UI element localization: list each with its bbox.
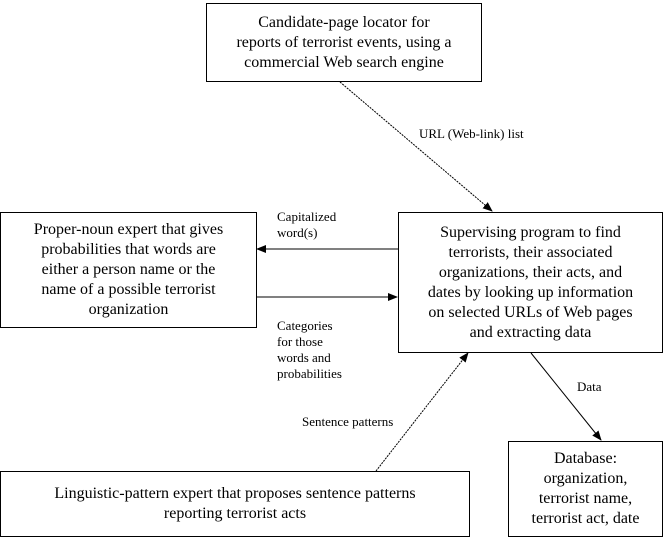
label-sentence-patterns: Sentence patterns xyxy=(302,414,394,429)
node-linguistic-pattern-expert: Linguistic-pattern expert that proposes … xyxy=(0,471,470,537)
label-data: Data xyxy=(577,379,602,394)
label-url-list: URL (Web-link) list xyxy=(419,126,524,141)
edge-url-list xyxy=(339,81,493,212)
label-capitalized-words: Capitalized word(s) xyxy=(277,209,337,240)
node-candidate-page-locator: Candidate-page locator for reports of te… xyxy=(206,3,482,82)
label-categories: Categories for those words and probabili… xyxy=(277,318,342,381)
node-candidate-page-locator-text: Candidate-page locator for reports of te… xyxy=(236,13,452,71)
node-database: Database: organization, terrorist name, … xyxy=(508,441,663,537)
node-proper-noun-expert: Proper-noun expert that gives probabilit… xyxy=(0,212,257,328)
node-supervising-program-text: Supervising program to find terrorists, … xyxy=(427,223,634,341)
edge-data xyxy=(530,352,602,441)
node-supervising-program: Supervising program to find terrorists, … xyxy=(398,212,663,353)
node-proper-noun-expert-text: Proper-noun expert that gives probabilit… xyxy=(33,221,224,318)
node-linguistic-pattern-expert-text: Linguistic-pattern expert that proposes … xyxy=(54,485,416,522)
node-database-text: Database: organization, terrorist name, … xyxy=(531,450,640,527)
edge-sentence-patterns xyxy=(375,352,469,472)
